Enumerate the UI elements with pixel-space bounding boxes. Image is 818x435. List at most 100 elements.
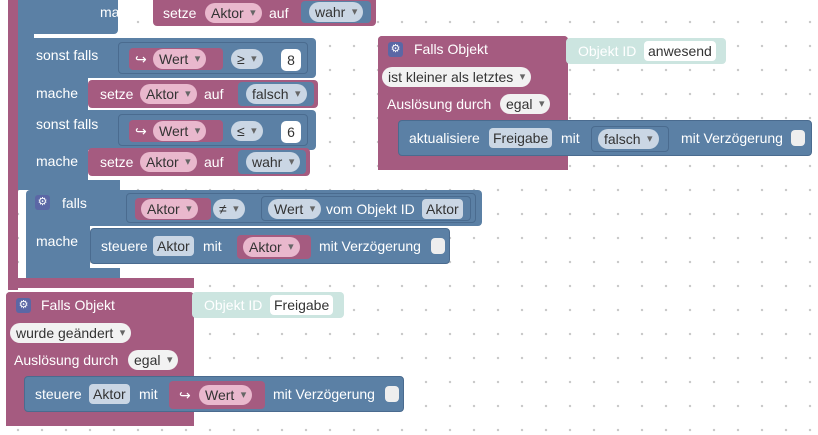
mache-label-3: mache xyxy=(36,153,79,169)
delay-checkbox[interactable] xyxy=(385,386,399,402)
auf-label: auf xyxy=(204,86,224,102)
compare-block-3[interactable]: Aktor ≠ Wert vom Objekt ID Aktor xyxy=(126,193,476,223)
objekt-id-label: Objekt ID xyxy=(204,297,263,313)
bool-dropdown[interactable]: wahr xyxy=(246,152,301,172)
object-id-field-freigabe[interactable]: Freigabe xyxy=(489,128,553,148)
operator-dropdown-ge[interactable]: ≥ xyxy=(231,49,263,69)
bool-block[interactable]: wahr xyxy=(301,1,371,23)
bool-dropdown[interactable]: falsch xyxy=(598,129,659,149)
number-field-6[interactable]: 6 xyxy=(281,121,301,143)
setze-label: setze xyxy=(100,154,134,170)
object-id-block-anwesend[interactable]: Objekt ID anwesend xyxy=(566,38,726,64)
compare-block-1[interactable]: ↪ Wert ≥ 8 xyxy=(118,42,308,74)
object-id-field-anwesend[interactable]: anwesend xyxy=(644,41,716,61)
var-dropdown-wert-1[interactable]: Wert xyxy=(153,49,207,69)
change-type-dropdown[interactable]: wurde geändert xyxy=(10,323,132,343)
if-block-footer[interactable] xyxy=(26,180,120,190)
set-block-2[interactable]: setze Aktor auf falsch xyxy=(88,80,318,108)
var-get-block-4[interactable]: Aktor xyxy=(237,235,311,259)
bool-dropdown[interactable]: falsch xyxy=(246,84,307,104)
set-block-1[interactable]: setze Aktor auf wahr xyxy=(153,0,376,26)
auf-label: auf xyxy=(204,154,224,170)
update-block[interactable]: aktualisiere Freigabe mit falsch mit Ver… xyxy=(398,120,812,156)
control-block-1[interactable]: steuere Aktor mit Aktor mit Verzögerung xyxy=(90,228,450,264)
else-if-row-2[interactable]: sonst falls ↪ Wert ≤ 6 xyxy=(26,110,316,150)
trigger-right-row-2[interactable]: ist kleiner als letztes Auslösung durch … xyxy=(378,64,568,118)
variable-dropdown[interactable]: Aktor xyxy=(205,3,262,23)
return-arrow-icon: ↪ xyxy=(135,51,147,67)
var-get-block-2[interactable]: ↪ Wert xyxy=(129,120,223,142)
trigger-bottom-header[interactable]: ⚙ Falls Objekt xyxy=(6,292,192,320)
mit-verzoegerung-label: mit Verzögerung xyxy=(319,238,421,254)
bool-block[interactable]: falsch xyxy=(238,82,314,106)
mache-label-2: mache xyxy=(36,85,79,101)
vom-objekt-id-label: vom Objekt ID xyxy=(326,201,415,217)
change-type-dropdown[interactable]: ist kleiner als letztes xyxy=(382,67,532,87)
mit-verzoegerung-label: mit Verzögerung xyxy=(681,130,783,146)
var-dropdown-aktor[interactable]: Aktor xyxy=(243,237,300,257)
bool-block[interactable]: wahr xyxy=(238,150,306,174)
falls-objekt-label: Falls Objekt xyxy=(414,41,488,57)
variable-dropdown[interactable]: Aktor xyxy=(140,152,197,172)
else-if-row-1[interactable]: sonst falls ↪ Wert ≥ 8 xyxy=(26,38,316,78)
var-dropdown-aktor[interactable]: Aktor xyxy=(141,199,198,219)
setze-label: setze xyxy=(163,5,197,21)
mit-label: mit xyxy=(561,130,580,146)
falls-objekt-label: Falls Objekt xyxy=(41,297,115,313)
var-get-block-5[interactable]: ↪ Wert xyxy=(169,381,265,409)
number-field-8[interactable]: 8 xyxy=(281,49,301,71)
sonst-falls-label-2: sonst falls xyxy=(36,116,99,132)
trigger-by-dropdown[interactable]: egal xyxy=(128,350,179,370)
gear-icon[interactable]: ⚙ xyxy=(16,298,31,313)
compare-block-2[interactable]: ↪ Wert ≤ 6 xyxy=(118,114,308,146)
var-get-block-3[interactable]: Aktor xyxy=(135,198,211,220)
if-row-mache-3[interactable]: mache xyxy=(26,146,88,184)
ausloesung-durch-label: Auslösung durch xyxy=(387,96,492,112)
objekt-id-label: Objekt ID xyxy=(578,43,637,59)
object-id-field-aktor[interactable]: Aktor xyxy=(153,236,194,256)
trigger-right-header[interactable]: ⚙ Falls Objekt xyxy=(378,36,568,64)
falls-label: falls xyxy=(62,195,87,211)
bool-dropdown[interactable]: wahr xyxy=(309,2,364,22)
trigger-bottom-footer[interactable] xyxy=(6,412,194,426)
outer-trigger-footer[interactable] xyxy=(8,278,194,288)
if-block-2[interactable]: ⚙ falls Aktor ≠ Wert vom Objekt ID Aktor xyxy=(26,190,482,226)
attribute-dropdown-wert[interactable]: Wert xyxy=(268,199,322,219)
operator-dropdown-ne[interactable]: ≠ xyxy=(213,199,245,219)
gear-icon[interactable]: ⚙ xyxy=(388,42,403,57)
return-arrow-icon: ↪ xyxy=(135,123,147,139)
bool-block[interactable]: falsch xyxy=(591,126,669,152)
auf-label: auf xyxy=(269,5,289,21)
mache-label-1: mache xyxy=(100,4,143,20)
get-value-block[interactable]: Wert vom Objekt ID Aktor xyxy=(261,196,471,221)
if-2-row-mache[interactable]: mache xyxy=(26,226,90,272)
if-row-mache-2[interactable]: mache xyxy=(26,78,88,112)
sonst-falls-label-1: sonst falls xyxy=(36,47,99,63)
ausloesung-durch-label: Auslösung durch xyxy=(14,352,119,368)
object-id-field-freigabe[interactable]: Freigabe xyxy=(270,295,334,315)
gear-icon[interactable]: ⚙ xyxy=(35,195,50,210)
aktualisiere-label: aktualisiere xyxy=(409,130,480,146)
trigger-bottom-row-2[interactable]: wurde geändert Auslösung durch egal xyxy=(6,320,194,374)
set-block-3[interactable]: setze Aktor auf wahr xyxy=(88,148,310,176)
trigger-by-dropdown[interactable]: egal xyxy=(500,94,551,114)
var-get-block-1[interactable]: ↪ Wert xyxy=(129,48,223,70)
steuere-label: steuere xyxy=(101,238,148,254)
steuere-label: steuere xyxy=(35,386,82,402)
object-id-field-aktor[interactable]: Aktor xyxy=(422,199,463,219)
variable-dropdown[interactable]: Aktor xyxy=(140,84,197,104)
mit-label: mit xyxy=(139,386,158,402)
mache-label-4: mache xyxy=(36,233,79,249)
var-dropdown-wert-2[interactable]: Wert xyxy=(153,121,207,141)
control-block-2[interactable]: steuere Aktor mit ↪ Wert mit Verzögerung xyxy=(24,376,404,412)
trigger-right-footer[interactable] xyxy=(378,156,568,170)
operator-dropdown-le[interactable]: ≤ xyxy=(231,121,263,141)
var-dropdown-wert[interactable]: Wert xyxy=(199,385,253,405)
delay-checkbox[interactable] xyxy=(791,130,805,146)
object-id-block-freigabe[interactable]: Objekt ID Freigabe xyxy=(192,292,344,318)
if-2-footer[interactable] xyxy=(26,268,120,278)
if-row-mache-1[interactable]: mache xyxy=(18,0,142,34)
object-id-field-aktor[interactable]: Aktor xyxy=(89,384,130,404)
outer-trigger-spine[interactable] xyxy=(8,0,18,290)
delay-checkbox[interactable] xyxy=(431,238,445,254)
